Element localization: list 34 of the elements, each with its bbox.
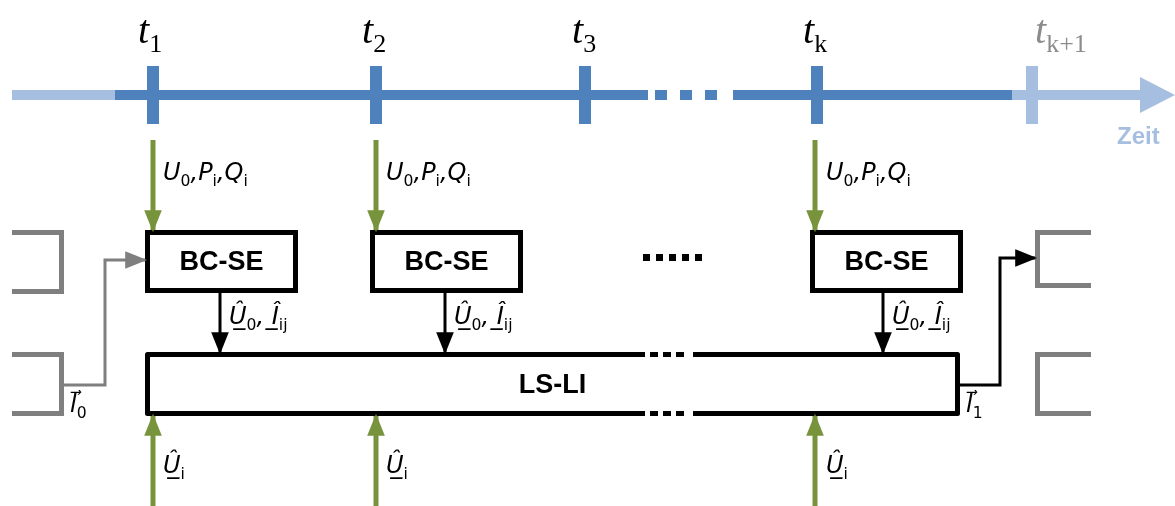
edge-label: l⃗$_{1}$ — [966, 392, 983, 422]
edge-label: l⃗$_{0}$ — [70, 392, 87, 422]
tick-label: t$_{3}$ — [572, 10, 597, 57]
tick-label: t$_{k}$ — [803, 10, 828, 57]
process-box — [370, 230, 523, 293]
axis-label: Zeit — [1117, 122, 1160, 150]
arrow — [874, 293, 892, 355]
edge-label: U$_{0}$,P$_{i}$,Q$_{i}$ — [826, 160, 911, 190]
arrow — [367, 140, 385, 233]
bracket-box — [12, 230, 64, 294]
box-label: BC-SE — [179, 246, 264, 277]
arrow — [806, 140, 824, 233]
bracket-box — [12, 352, 64, 416]
tick-label: t$_{2}$ — [362, 10, 387, 57]
arrow — [211, 293, 229, 355]
arrow — [64, 251, 148, 387]
process-box — [810, 230, 963, 293]
arrow — [436, 293, 454, 355]
edge-label: U$_{0}$,P$_{i}$,Q$_{i}$ — [163, 160, 248, 190]
arrow — [144, 140, 162, 233]
arrow — [806, 413, 824, 506]
process-box — [145, 352, 960, 416]
bracket-box — [1035, 230, 1091, 288]
box-label: BC-SE — [404, 246, 489, 277]
box-label: LS-LI — [518, 368, 587, 400]
bracket-box — [1035, 352, 1091, 416]
process-box — [145, 230, 298, 293]
tick-label: t$_{k+1}$ — [1035, 10, 1087, 57]
arrow — [144, 413, 162, 506]
box-label: BC-SE — [844, 246, 929, 277]
arrow — [960, 249, 1038, 387]
edge-label: U$_{0}$,P$_{i}$,Q$_{i}$ — [386, 160, 471, 190]
arrow — [367, 413, 385, 506]
tick-label: t$_{1}$ — [138, 10, 163, 57]
